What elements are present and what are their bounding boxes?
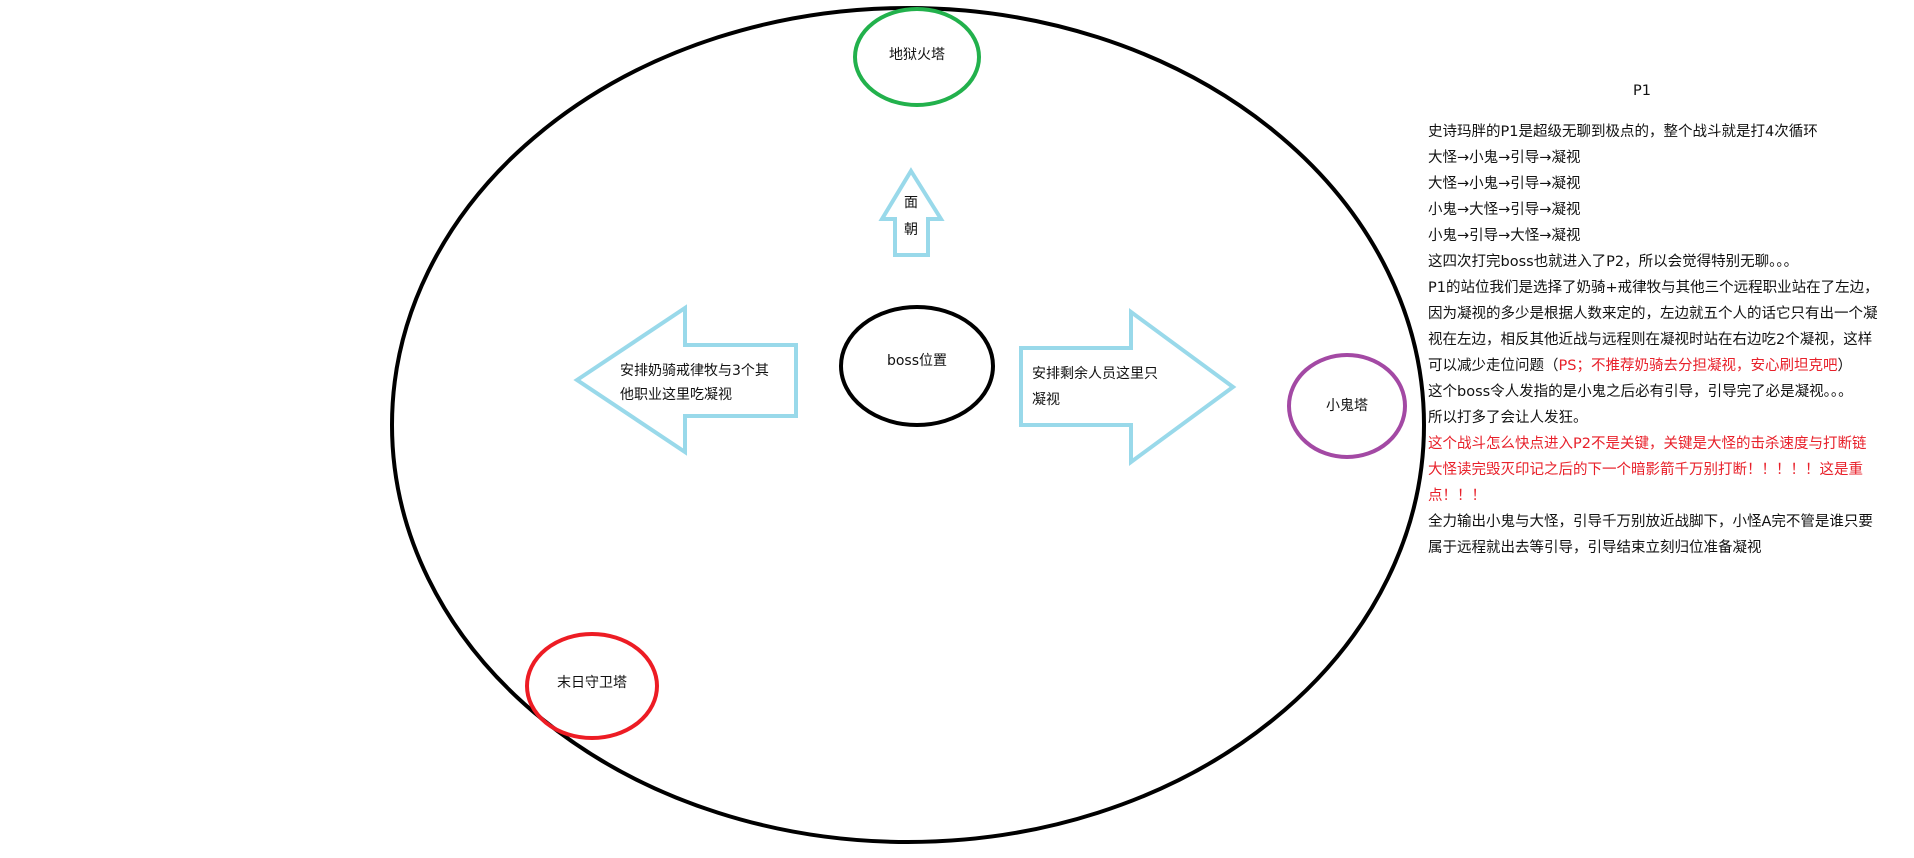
boss-circle [839, 305, 995, 427]
doom-tower-label: 末日守卫塔 [557, 675, 627, 691]
imp-tower-circle [1287, 353, 1407, 459]
notes-line-text: 大怪→小鬼→引导→凝视 [1428, 176, 1581, 192]
notes-line-text: 全力输出小鬼与大怪，引导千万别放近战脚下，小怪A完不管是谁只要 [1428, 514, 1873, 530]
notes-line: 这个战斗怎么快点进入P2不是关键，关键是大怪的击杀速度与打断链 [1428, 431, 1906, 457]
notes-line-highlight: 这个战斗怎么快点进入P2不是关键，关键是大怪的击杀速度与打断链 [1428, 436, 1867, 452]
notes-line-text: 视在左边，相反其他近战与远程则在凝视时站在右边吃2个凝视，这样 [1428, 332, 1873, 348]
notes-line: 史诗玛胖的P1是超级无聊到极点的，整个战斗就是打4次循环 [1428, 119, 1906, 145]
notes-line: P1的站位我们是选择了奶骑+戒律牧与其他三个远程职业站在了左边， [1428, 275, 1906, 301]
notes-title: P1 [1633, 83, 1651, 99]
notes-line-text: 可以减少走位问题（ [1428, 358, 1559, 374]
notes-line: 点！！！ [1428, 483, 1906, 509]
right-arrow-label-2: 凝视 [1032, 392, 1060, 408]
notes-line: 小鬼→引导→大怪→凝视 [1428, 223, 1906, 249]
notes-lines: 史诗玛胖的P1是超级无聊到极点的，整个战斗就是打4次循环大怪→小鬼→引导→凝视大… [1428, 119, 1906, 561]
notes-line-text: 小鬼→引导→大怪→凝视 [1428, 228, 1581, 244]
imp-tower-label: 小鬼塔 [1326, 398, 1368, 414]
notes-line: 大怪→小鬼→引导→凝视 [1428, 145, 1906, 171]
notes-line: 小鬼→大怪→引导→凝视 [1428, 197, 1906, 223]
notes-line-highlight: 大怪读完毁灭印记之后的下一个暗影箭千万别打断！！！！！这是重 [1428, 462, 1863, 478]
notes-line-highlight: PS；不推荐奶骑去分担凝视，安心刷坦克吧 [1558, 358, 1838, 374]
boss-position-label: boss位置 [886, 353, 948, 369]
notes-line-text: 小鬼→大怪→引导→凝视 [1428, 202, 1581, 218]
left-arrow [573, 304, 798, 456]
facing-arrow [878, 167, 945, 257]
notes-line: 这个boss令人发指的是小鬼之后必有引导，引导完了必是凝视。。。 [1428, 379, 1906, 405]
notes-line-text: 史诗玛胖的P1是超级无聊到极点的，整个战斗就是打4次循环 [1428, 124, 1818, 140]
right-arrow [1019, 308, 1237, 466]
notes-line: 大怪读完毁灭印记之后的下一个暗影箭千万别打断！！！！！这是重 [1428, 457, 1906, 483]
notes-line: 大怪→小鬼→引导→凝视 [1428, 171, 1906, 197]
notes-line: 因为凝视的多少是根据人数来定的，左边就五个人的话它只有出一个凝 [1428, 301, 1906, 327]
notes-line-text: 属于远程就出去等引导，引导结束立刻归位准备凝视 [1428, 540, 1762, 556]
notes-line: 属于远程就出去等引导，引导结束立刻归位准备凝视 [1428, 535, 1906, 561]
notes-line-text: 所以打多了会让人发狂。 [1428, 410, 1588, 426]
notes-line-text: 因为凝视的多少是根据人数来定的，左边就五个人的话它只有出一个凝 [1428, 306, 1878, 322]
notes-line: 所以打多了会让人发狂。 [1428, 405, 1906, 431]
notes-line-text: 这四次打完boss也就进入了P2，所以会觉得特别无聊。。。 [1428, 254, 1799, 270]
left-arrow-label-2: 他职业这里吃凝视 [620, 387, 732, 403]
notes-line-text: 这个boss令人发指的是小鬼之后必有引导，引导完了必是凝视。。。 [1428, 384, 1853, 400]
notes-line-highlight: 点！！！ [1428, 488, 1486, 504]
notes-line-text: P1的站位我们是选择了奶骑+戒律牧与其他三个远程职业站在了左边， [1428, 280, 1879, 296]
left-arrow-label-1: 安排奶骑戒律牧与3个其 [620, 363, 769, 379]
hell-tower-circle [853, 7, 981, 107]
notes-line: 可以减少走位问题（PS；不推荐奶骑去分担凝视，安心刷坦克吧） [1428, 353, 1906, 379]
notes-line: 全力输出小鬼与大怪，引导千万别放近战脚下，小怪A完不管是谁只要 [1428, 509, 1906, 535]
notes-line-text-after: ） [1837, 358, 1852, 374]
notes-line: 这四次打完boss也就进入了P2，所以会觉得特别无聊。。。 [1428, 249, 1906, 275]
hell-tower-label: 地狱火塔 [889, 47, 945, 63]
notes-line: 视在左边，相反其他近战与远程则在凝视时站在右边吃2个凝视，这样 [1428, 327, 1906, 353]
facing-label-top: 面 [904, 195, 918, 211]
notes-line-text: 大怪→小鬼→引导→凝视 [1428, 150, 1581, 166]
doom-tower-circle [525, 632, 659, 740]
right-arrow-label-1: 安排剩余人员这里只 [1032, 366, 1158, 382]
facing-label-bottom: 朝 [904, 222, 918, 238]
